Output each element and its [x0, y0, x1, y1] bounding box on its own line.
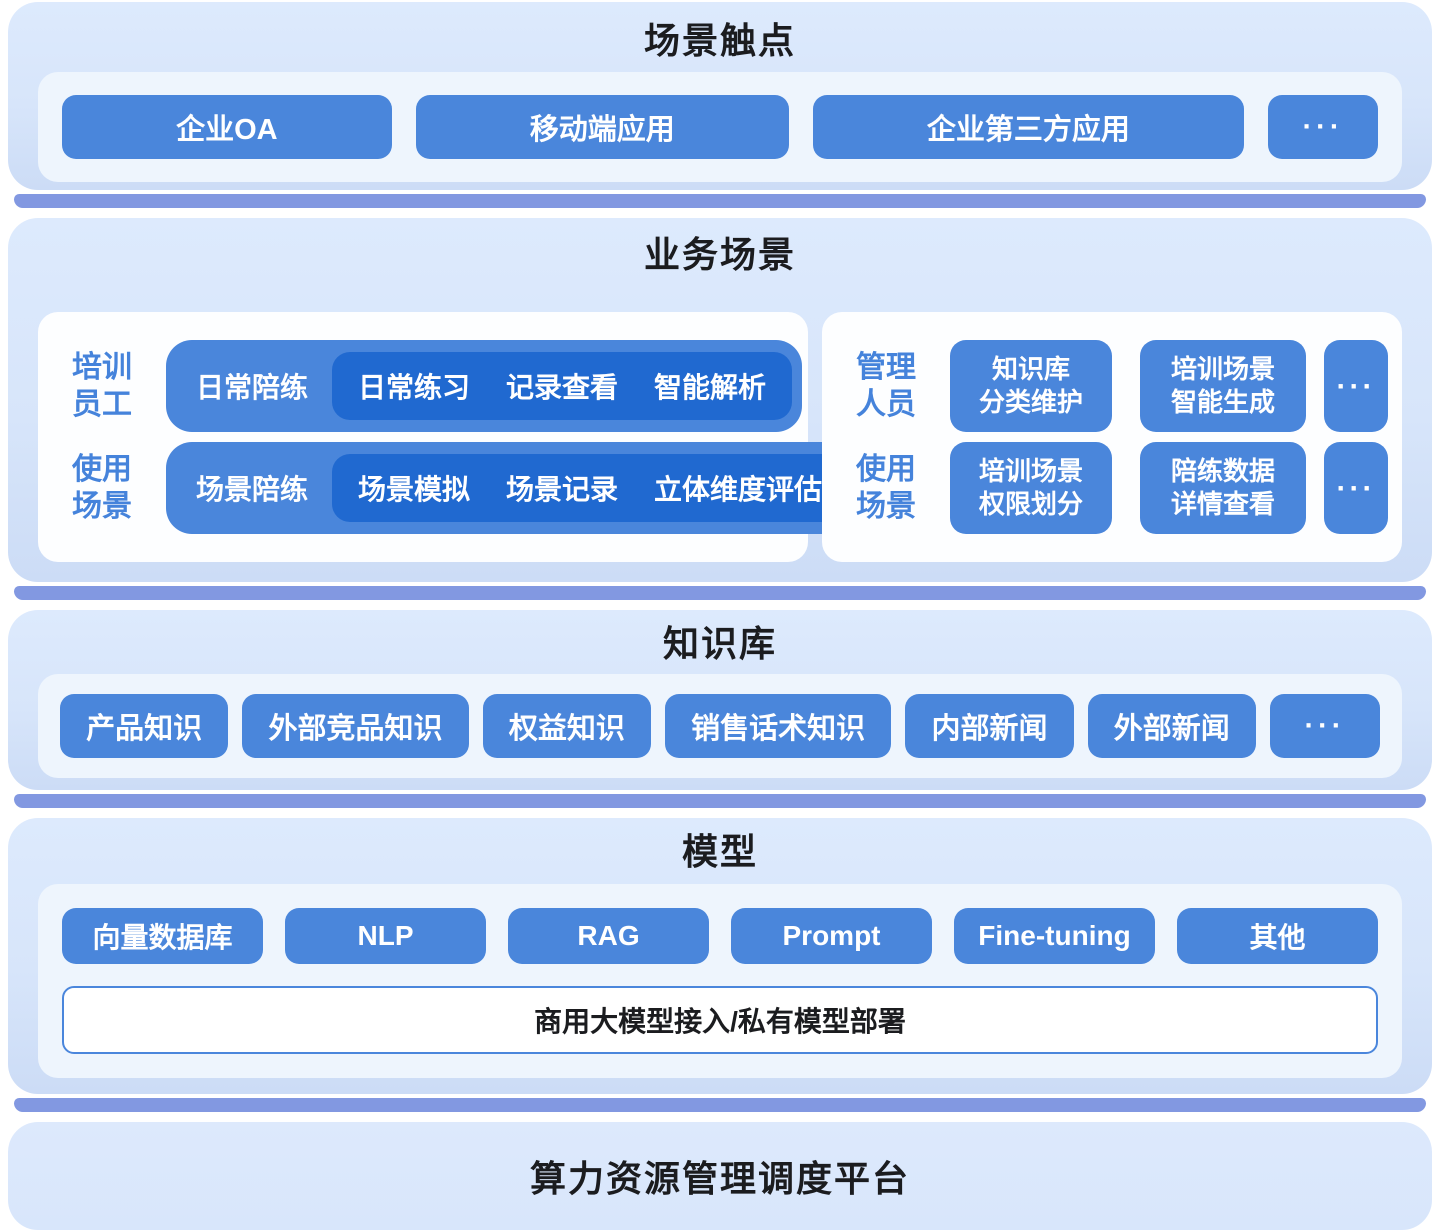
model-title: 模型 [681, 831, 758, 872]
layer-bottom-edge [14, 194, 1426, 208]
knowledge-box-competitor: 外部竞品知识 [242, 694, 469, 758]
knowledge-ellipsis-box: ··· [1269, 694, 1380, 758]
pill-item: 立体维度评估 [654, 474, 823, 505]
pill-item: 场景模拟 [358, 474, 471, 505]
usage-scenario-label: 使用 场景 [72, 453, 132, 523]
touchpoint-box-mobile: 移动端应用 [415, 95, 789, 159]
pill-item: 场景记录 [506, 474, 619, 505]
management-staff-label: 管理 人员 [856, 351, 916, 421]
touchpoint-box-oa: 企业OA [62, 95, 392, 159]
model-button-row: 向量数据库 NLP RAG Prompt Fine-tuning 其他 [62, 908, 1378, 964]
model-box-vector-db: 向量数据库 [62, 908, 263, 964]
model-panel: 向量数据库 NLP RAG Prompt Fine-tuning 其他 商用大模… [38, 884, 1402, 1078]
training-scene-generation-box: 培训场景 智能生成 [1140, 340, 1306, 432]
layer-bottom-edge [14, 586, 1426, 600]
daily-practice-label: 日常陪练 [196, 372, 309, 403]
scenario-practice-label: 场景陪练 [196, 474, 309, 505]
daily-practice-items: 日常练习 记录查看 智能解析 [332, 352, 793, 420]
management-row1-ellipsis-box: ··· [1324, 340, 1388, 432]
training-staff-panel: 培训 员工 日常陪练 日常练习 记录查看 智能解析 [38, 312, 859, 562]
model-box-prompt: Prompt [731, 908, 932, 964]
scenario-practice-group: 场景陪练 场景模拟 场景记录 立体维度评估 [166, 442, 859, 534]
compute-platform-title: 算力资源管理调度平台 [529, 1158, 910, 1199]
knowledge-box-product: 产品知识 [60, 694, 229, 758]
management-row-2: 使用 场景 培训场景 权限划分 陪练数据 详情查看 ··· [838, 442, 1388, 534]
compute-platform-card: 算力资源管理调度平台 [8, 1122, 1432, 1230]
management-row-1: 管理 人员 知识库 分类维护 培训场景 智能生成 ··· [838, 340, 1388, 432]
knowledge-box-internal-news: 内部新闻 [905, 694, 1074, 758]
touchpoints-title: 场景触点 [643, 20, 796, 61]
knowledge-title: 知识库 [662, 623, 777, 664]
scene-permission-box: 培训场景 权限划分 [950, 442, 1112, 534]
knowledge-box-rights: 权益知识 [482, 694, 651, 758]
touchpoints-ellipsis-box: ··· [1268, 95, 1379, 159]
model-box-other: 其他 [1177, 908, 1378, 964]
knowledge-card: 知识库 产品知识 外部竞品知识 权益知识 销售话术知识 内部新闻 外部新闻 ··… [8, 610, 1432, 790]
model-card: 模型 向量数据库 NLP RAG Prompt Fine-tuning 其他 商… [8, 818, 1432, 1094]
pill-item: 日常练习 [358, 372, 471, 403]
layer-model: 模型 向量数据库 NLP RAG Prompt Fine-tuning 其他 商… [8, 818, 1432, 1112]
business-title: 业务场景 [643, 234, 796, 275]
management-row2-ellipsis-box: ··· [1324, 442, 1388, 534]
layer-business-scenarios: 业务场景 培训 员工 日常陪练 日常练习 记录查看 智能 [8, 218, 1432, 600]
training-row-scenario: 使用 场景 场景陪练 场景模拟 场景记录 立体维度评估 [38, 442, 859, 534]
layer-knowledge-base: 知识库 产品知识 外部竞品知识 权益知识 销售话术知识 内部新闻 外部新闻 ··… [8, 610, 1432, 808]
model-box-rag: RAG [508, 908, 709, 964]
business-card: 业务场景 培训 员工 日常陪练 日常练习 记录查看 智能 [8, 218, 1432, 582]
management-usage-label: 使用 场景 [856, 453, 916, 523]
scenario-practice-items: 场景模拟 场景记录 立体维度评估 [332, 454, 849, 522]
touchpoints-card: 场景触点 企业OA 移动端应用 企业第三方应用 ··· [8, 2, 1432, 190]
training-row-daily: 培训 员工 日常陪练 日常练习 记录查看 智能解析 [38, 340, 803, 432]
daily-practice-group: 日常陪练 日常练习 记录查看 智能解析 [166, 340, 803, 432]
knowledge-box-external-news: 外部新闻 [1087, 694, 1256, 758]
training-staff-label: 培训 员工 [72, 351, 132, 421]
model-box-nlp: NLP [285, 908, 486, 964]
layer-compute-platform: 算力资源管理调度平台 [8, 1122, 1432, 1230]
knowledge-box-sales-script: 销售话术知识 [664, 694, 892, 758]
pill-item: 记录查看 [506, 372, 619, 403]
practice-data-detail-box: 陪练数据 详情查看 [1140, 442, 1306, 534]
layer-bottom-edge [14, 794, 1426, 808]
kb-category-maintenance-box: 知识库 分类维护 [950, 340, 1112, 432]
management-panel: 管理 人员 知识库 分类维护 培训场景 智能生成 ··· [822, 312, 1402, 562]
touchpoints-panel: 企业OA 移动端应用 企业第三方应用 ··· [38, 72, 1402, 182]
layer-bottom-edge [14, 1098, 1426, 1112]
layer-touchpoints: 场景触点 企业OA 移动端应用 企业第三方应用 ··· [8, 2, 1432, 208]
pill-item: 智能解析 [654, 372, 767, 403]
model-box-finetuning: Fine-tuning [954, 908, 1155, 964]
knowledge-panel: 产品知识 外部竞品知识 权益知识 销售话术知识 内部新闻 外部新闻 ··· [38, 674, 1402, 778]
touchpoint-box-thirdparty: 企业第三方应用 [812, 95, 1245, 159]
business-panels: 培训 员工 日常陪练 日常练习 记录查看 智能解析 [38, 312, 1402, 562]
model-deployment-bar: 商用大模型接入/私有模型部署 [62, 986, 1378, 1054]
